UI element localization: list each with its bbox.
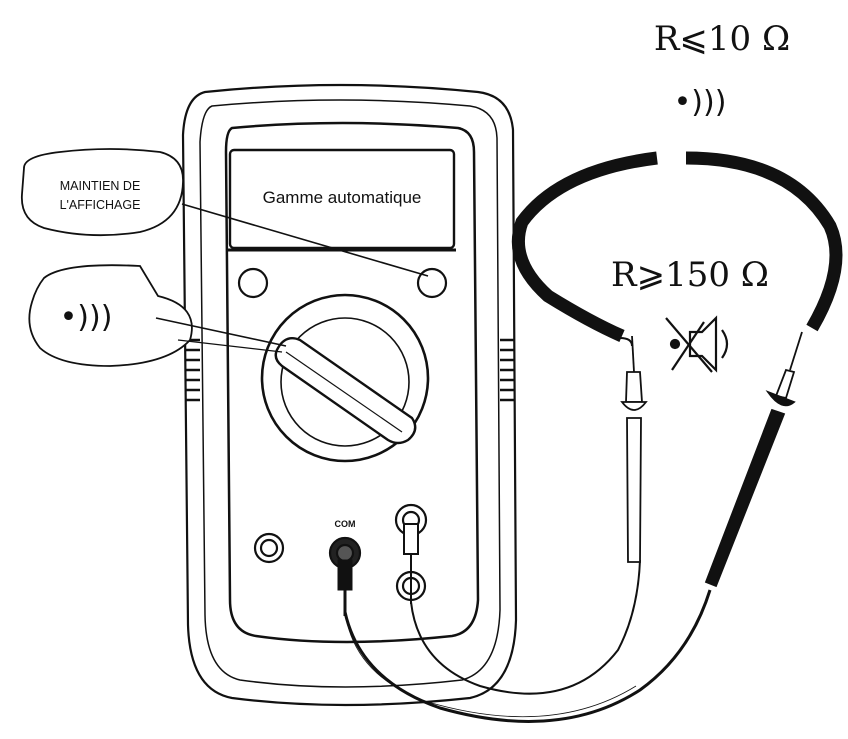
- left-button[interactable]: [237, 267, 269, 299]
- beep-symbol-closed: •))): [674, 85, 727, 120]
- holster-inner: [199, 99, 501, 688]
- black-probe-lead: [343, 589, 712, 723]
- com-port-label: COM: [335, 519, 356, 529]
- open-resistance-label: R⩾150 Ω: [611, 255, 769, 295]
- black-probe-plug: [337, 559, 353, 616]
- continuity-leader-line: [155, 317, 287, 347]
- right-grip: [500, 338, 514, 402]
- red-probe-lead-inner: [344, 611, 637, 718]
- left-grip: [186, 338, 200, 402]
- holster-outer: [181, 83, 518, 707]
- multimeter: [181, 83, 518, 707]
- red-probe: [620, 335, 648, 563]
- jack-a[interactable]: [253, 532, 285, 564]
- rotary-switch[interactable]: [260, 293, 430, 463]
- continuity-callout-symbol: •))): [60, 300, 113, 335]
- closed-resistance-label: R⩽10 Ω: [654, 19, 790, 59]
- black-probe: [704, 331, 803, 588]
- meter-face: [224, 121, 480, 644]
- continuity-leader-line-2: [177, 339, 283, 353]
- red-probe-lead: [410, 559, 641, 695]
- red-probe-tip-wire: [619, 337, 633, 347]
- hold-callout: MAINTIEN DE L'AFFICHAGE: [21, 148, 184, 237]
- test-wire-right: [685, 151, 843, 332]
- hold-callout-line1: MAINTIEN DE: [60, 179, 141, 193]
- lcd-text: Gamme automatique: [263, 188, 422, 207]
- hold-callout-line2: L'AFFICHAGE: [60, 198, 141, 212]
- continuity-callout: •))): [28, 264, 193, 367]
- muted-speaker-icon: [665, 315, 729, 373]
- hold-leader-line: [181, 203, 429, 277]
- hold-button[interactable]: [416, 267, 448, 299]
- test-wire-left: [511, 151, 658, 342]
- red-probe-plug: [403, 523, 419, 604]
- lcd-display: Gamme automatique: [228, 148, 456, 252]
